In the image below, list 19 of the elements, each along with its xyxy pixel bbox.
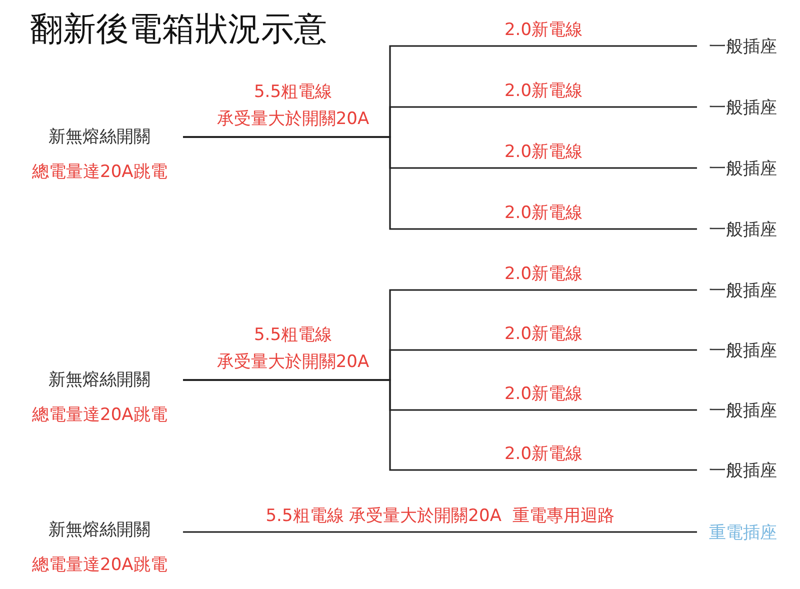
outlet-label: 一般插座 — [697, 95, 787, 121]
outlet-label: 一般插座 — [697, 278, 787, 304]
outlet-label: 一般插座 — [697, 217, 787, 243]
outlet-label: 一般插座 — [697, 398, 787, 424]
switch-label: 新無熔絲開關 — [48, 370, 150, 390]
wire-line — [183, 136, 697, 230]
outlet-label: 一般插座 — [697, 338, 787, 364]
trip-note: 總電量達20A跳電 — [32, 162, 168, 182]
heavy-outlet-label: 重電插座 — [697, 520, 787, 546]
switch-label: 新無熔絲開關 — [48, 127, 150, 147]
outlet-label: 一般插座 — [697, 34, 787, 60]
wire-line — [183, 379, 697, 471]
trip-note: 總電量達20A跳電 — [32, 405, 168, 425]
outlet-label: 一般插座 — [697, 156, 787, 182]
trip-note: 總電量達20A跳電 — [32, 555, 168, 575]
title: 翻新後電箱狀況示意 — [30, 8, 327, 50]
wire-line — [183, 531, 697, 533]
outlet-label: 一般插座 — [697, 458, 787, 484]
switch-label: 新無熔絲開關 — [48, 520, 150, 540]
